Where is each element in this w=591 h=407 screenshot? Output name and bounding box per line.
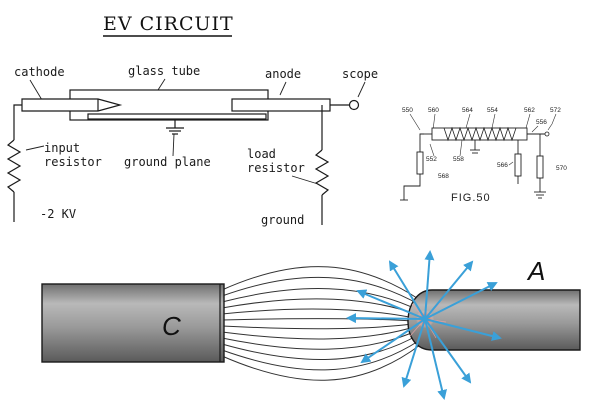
fig50-ref-556: 556: [536, 119, 547, 126]
emission-arrow: [346, 313, 426, 324]
label-input-resistor-line2: resistor: [44, 155, 102, 169]
emission-arrow: [424, 282, 498, 320]
leader-load-resistor: [291, 175, 319, 185]
anode-letter: A: [526, 256, 545, 286]
leader-input-resistor: [25, 145, 45, 151]
emission-arrow: [424, 318, 472, 384]
emission-arrow: [401, 318, 426, 388]
load-resistor: [314, 149, 330, 196]
fig50-ref-560: 560: [428, 107, 439, 114]
emission-arrow: [356, 289, 426, 320]
ev-circuit-schematic: EV CIRCUIT cathode glass tube anode scop…: [6, 13, 378, 227]
emission-arrow: [424, 318, 447, 400]
field-line: [221, 318, 413, 322]
leader-ground-plane: [172, 133, 175, 157]
fig50-ref-568: 568: [438, 173, 449, 180]
label-ground-plane: ground plane: [124, 155, 211, 169]
cathode-letter: C: [162, 311, 181, 341]
fig50-ref-566: 566: [497, 162, 508, 169]
leader-anode: [279, 81, 287, 96]
label-anode: anode: [265, 67, 301, 81]
field-line: [221, 334, 419, 361]
field-line: [221, 308, 415, 319]
emission-arrow: [424, 318, 502, 341]
fig50-ref-552: 552: [426, 156, 437, 163]
field-line: [221, 288, 419, 311]
emission-arrow: [424, 260, 474, 320]
field-line: [221, 323, 413, 330]
scope-terminal: [348, 99, 360, 111]
cathode-rod: [21, 98, 123, 112]
fig50-caption: FIG.50: [451, 192, 491, 204]
emission-arrow: [388, 260, 426, 320]
electrode-field-illustration: C A: [41, 250, 581, 400]
circuit-title: EV CIRCUIT: [103, 13, 234, 35]
fig50-ref-558: 558: [453, 156, 464, 163]
field-line: [221, 339, 421, 371]
label-scope: scope: [342, 67, 378, 81]
label-input-resistor-line1: input: [44, 141, 80, 155]
label-load-resistor-line1: load: [247, 147, 276, 161]
cathode-electrode: [41, 283, 225, 363]
cathode-wire: [13, 104, 22, 140]
emission-arrow: [360, 318, 426, 364]
field-line: [221, 326, 415, 340]
label-cathode: cathode: [14, 65, 65, 79]
fig50-ref-572: 572: [550, 107, 561, 114]
field-line: [221, 298, 417, 315]
label-load-resistor-line2: resistor: [247, 161, 305, 175]
ground-plane-ground-symbol: [166, 120, 184, 135]
leader-cathode: [29, 79, 43, 101]
label-voltage: -2 KV: [40, 207, 76, 221]
emission-arrow: [424, 250, 435, 320]
field-line: [221, 266, 421, 301]
fig50-ref-570: 570: [556, 165, 567, 172]
anode-rod: [231, 98, 331, 112]
label-ground: ground: [261, 213, 304, 227]
fig50-coil: [443, 126, 517, 142]
field-lines: [221, 266, 421, 381]
leader-glass-tube: [157, 78, 166, 91]
leader-scope: [357, 81, 366, 98]
fig50-schematic: 550 560 564 554 562 572 556 552 558 566 …: [400, 107, 567, 204]
field-line: [221, 344, 421, 381]
emission-arrows: [346, 250, 502, 400]
input-resistor: [6, 139, 22, 193]
fig50-ref-554: 554: [487, 107, 498, 114]
ground-plane-strip: [87, 113, 267, 120]
label-glass-tube: glass tube: [128, 64, 200, 78]
fig50-ref-564: 564: [462, 107, 473, 114]
fig50-ref-550: 550: [402, 107, 413, 114]
fig50-ref-562: 562: [524, 107, 535, 114]
field-line: [221, 276, 421, 306]
